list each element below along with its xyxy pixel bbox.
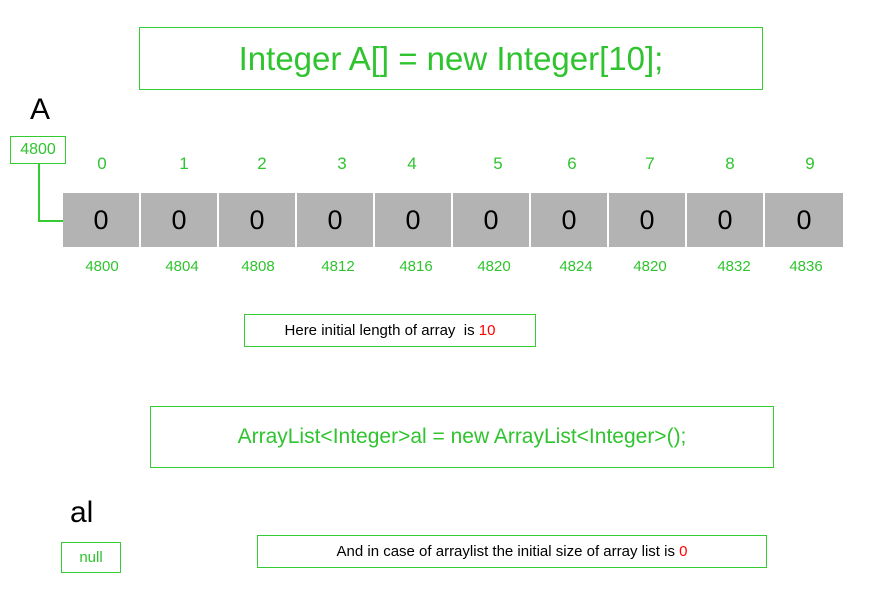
array-cell: 0	[531, 193, 609, 247]
array-length-value: 10	[478, 322, 496, 339]
array-cell: 0	[453, 193, 531, 247]
index-label: 9	[805, 154, 815, 173]
arraylist-declaration-box: ArrayList<Integer>al = new ArrayList<Int…	[150, 406, 774, 468]
index-label: 4	[407, 154, 417, 173]
array-cell: 0	[687, 193, 765, 247]
array-cell: 0	[141, 193, 219, 247]
index-row: 0 1 2 3 4 5 6 7 8 9	[63, 154, 849, 184]
array-declaration-box: Integer A[] = new Integer[10];	[139, 27, 763, 90]
cell-address: 4816	[399, 258, 433, 275]
arraylist-variable-label: al	[70, 496, 94, 529]
array-cells: 0 0 0 0 0 0 0 0 0 0	[63, 193, 849, 247]
reference-connector-vertical	[38, 164, 40, 222]
index-label: 8	[725, 154, 735, 173]
cell-address: 4836	[789, 258, 823, 275]
reference-connector-horizontal	[38, 220, 64, 222]
index-label: 0	[97, 154, 107, 173]
index-label: 6	[567, 154, 577, 173]
arraylist-size-note-text: And in case of arraylist the initial siz…	[336, 543, 680, 560]
array-cell: 0	[219, 193, 297, 247]
address-row: 4800 4804 4808 4812 4816 4820 4824 4820 …	[63, 258, 849, 282]
index-label: 3	[337, 154, 347, 173]
index-label: 5	[493, 154, 503, 173]
cell-address: 4820	[633, 258, 667, 275]
array-variable-label: A	[30, 93, 51, 126]
array-length-note: Here initial length of array is 10	[244, 314, 536, 347]
arraylist-reference-null: null	[61, 542, 121, 573]
arraylist-size-value: 0	[679, 543, 688, 560]
array-length-note-text: Here initial length of array is	[284, 322, 479, 339]
arraylist-size-note: And in case of arraylist the initial siz…	[257, 535, 767, 568]
array-cell: 0	[609, 193, 687, 247]
cell-address: 4824	[559, 258, 593, 275]
cell-address: 4820	[477, 258, 511, 275]
cell-address: 4808	[241, 258, 275, 275]
index-label: 7	[645, 154, 655, 173]
cell-address: 4804	[165, 258, 199, 275]
array-reference-address: 4800	[10, 136, 66, 164]
array-cell: 0	[765, 193, 843, 247]
array-cell: 0	[297, 193, 375, 247]
index-label: 1	[179, 154, 189, 173]
cell-address: 4812	[321, 258, 355, 275]
cell-address: 4832	[717, 258, 751, 275]
array-cell: 0	[375, 193, 453, 247]
cell-address: 4800	[85, 258, 119, 275]
array-cell: 0	[63, 193, 141, 247]
index-label: 2	[257, 154, 267, 173]
